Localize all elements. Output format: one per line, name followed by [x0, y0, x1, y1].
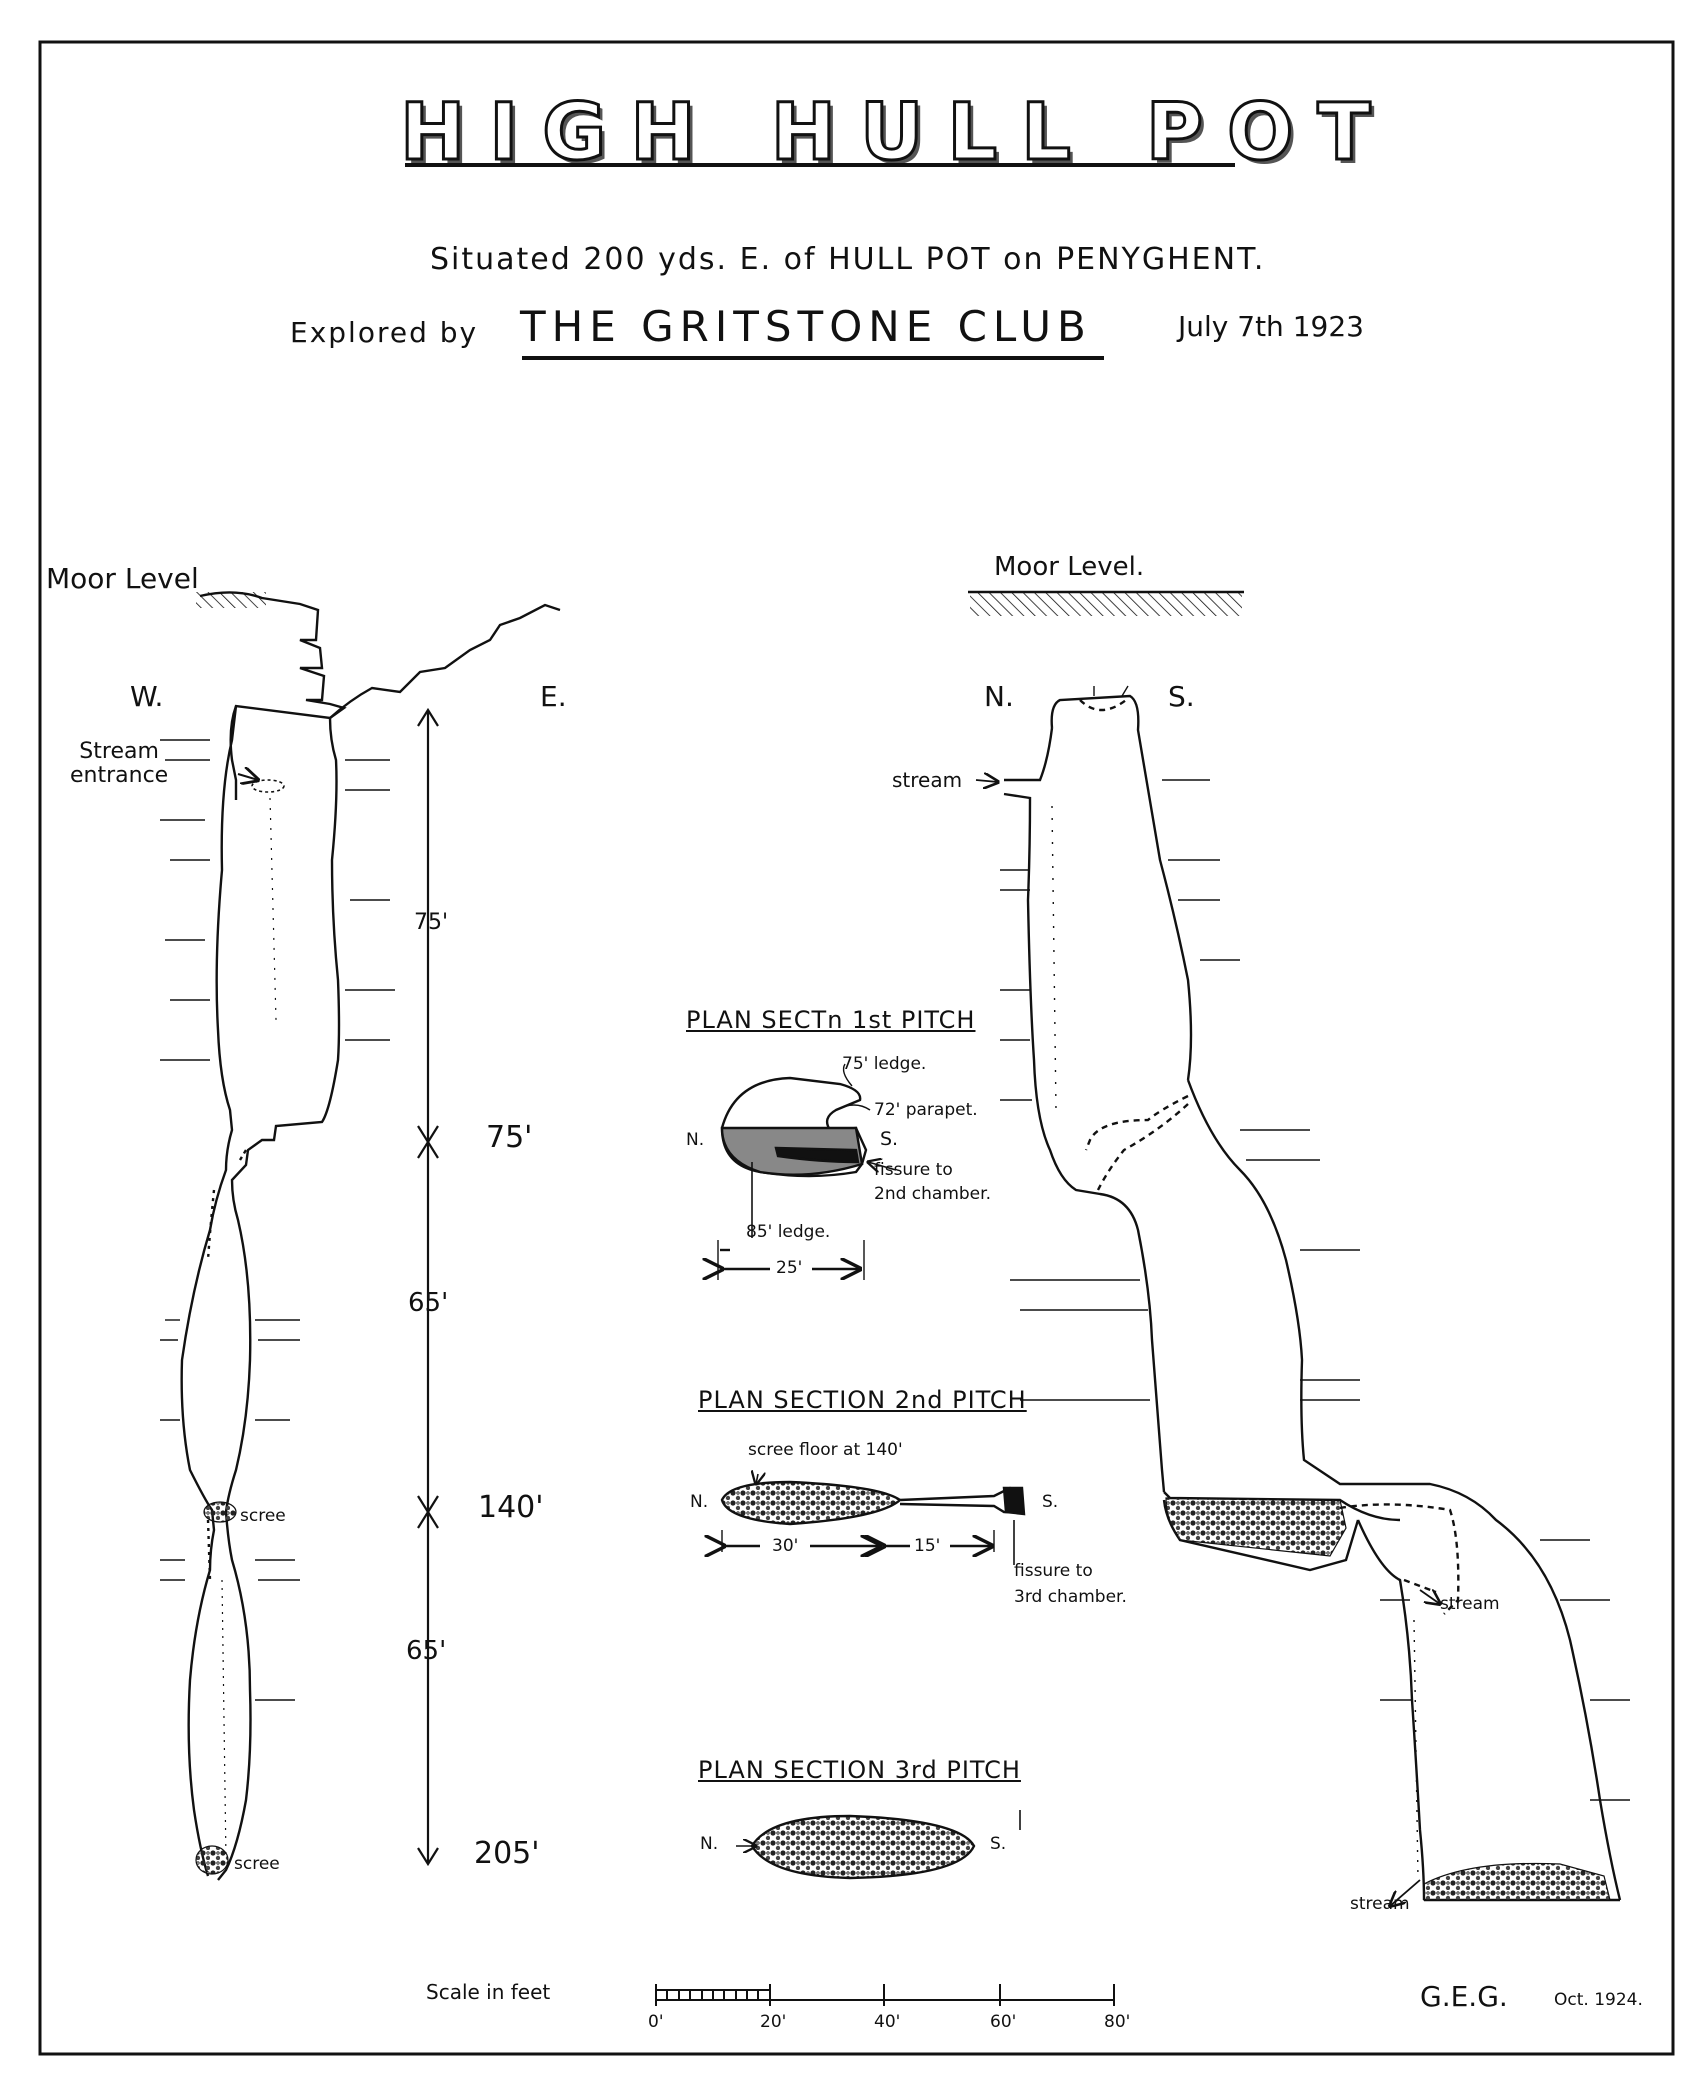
scale-tick-40: 40'	[874, 2012, 901, 2032]
pitch1-parapet: 72' parapet.	[874, 1100, 978, 1120]
stream-label-bottom: stream	[1350, 1894, 1410, 1914]
scree-label-bottom: scree	[234, 1854, 280, 1874]
scree-floor-bottom	[1423, 1862, 1611, 1901]
stream-entrance-arrow	[237, 774, 258, 780]
location-note: Situated 200 yds. E. of HULL POT on PENY…	[430, 242, 1266, 277]
plan-pitch2-drawing	[722, 1474, 1026, 1565]
stream-label-mid: stream	[1440, 1594, 1500, 1614]
north-label: N.	[984, 680, 1014, 713]
east-label: E.	[540, 680, 567, 713]
plan-pitch1-title: PLAN SECTn 1st PITCH	[686, 1006, 976, 1034]
pitch1-north: N.	[686, 1130, 705, 1150]
depth-75: 75'	[486, 1120, 533, 1155]
scale-tick-0: 0'	[648, 2012, 664, 2032]
pitch1-ledge-75: 75' ledge.	[842, 1054, 927, 1074]
pitch1-fissure: fissure to 2nd chamber.	[874, 1160, 991, 1204]
stream-entrance-hole	[251, 779, 285, 793]
scale-tick-60: 60'	[990, 2012, 1017, 2032]
pitch2-south: S.	[1042, 1492, 1059, 1512]
moor-level-label-right: Moor Level.	[994, 552, 1145, 582]
depth-205: 205'	[474, 1836, 540, 1871]
exploration-date: July 7th 1923	[1178, 310, 1364, 343]
north-south-section	[975, 685, 1622, 1906]
drawing-date: Oct. 1924.	[1554, 1990, 1643, 2010]
moor-surface-west	[199, 591, 347, 800]
club-underline	[522, 356, 1104, 360]
pitch2-north: N.	[690, 1492, 709, 1512]
scale-label: Scale in feet	[426, 1980, 551, 2004]
moor-level-label-left: Moor Level	[46, 562, 199, 595]
rock-hatching-right	[1000, 779, 1630, 1801]
pitch3-south: S.	[990, 1834, 1007, 1854]
stream-entrance-label: Stream entrance	[70, 739, 169, 788]
scale-bar	[655, 1984, 1115, 2006]
depth-140: 140'	[478, 1490, 544, 1525]
pitch1-ledge-85: 85' ledge.	[746, 1222, 831, 1242]
shaft-west-wall	[180, 705, 238, 1877]
plan-pitch2-title: PLAN SECTION 2nd PITCH	[698, 1386, 1027, 1414]
club-name: THE GRITSTONE CLUB	[520, 302, 1092, 351]
scree-label-mid: scree	[240, 1506, 286, 1526]
pitch3-north: N.	[700, 1834, 719, 1854]
rock-hatching-left	[160, 739, 395, 1701]
pitch2-width-15: 15'	[914, 1536, 941, 1556]
scree-bottom-marker	[195, 1845, 229, 1875]
depth-65-second: 65'	[406, 1636, 447, 1666]
plan-pitch3-title: PLAN SECTION 3rd PITCH	[698, 1756, 1021, 1784]
sheet-border	[38, 40, 1675, 2056]
depth-65-first: 65'	[408, 1288, 449, 1318]
pitch2-width-30: 30'	[772, 1536, 799, 1556]
pitch2-scree-floor: scree floor at 140'	[748, 1440, 903, 1460]
pitch2-fissure: fissure to 3rd chamber.	[1014, 1561, 1127, 1607]
scale-tick-80: 80'	[1104, 2012, 1131, 2032]
depth-dimension-line	[417, 707, 439, 1867]
depth-75-first: 75'	[414, 910, 449, 935]
moor-surface-east	[329, 603, 561, 719]
west-east-section	[180, 591, 561, 1881]
moor-hatch-west	[196, 592, 266, 608]
scale-tick-20: 20'	[760, 2012, 787, 2032]
explored-by-label: Explored by	[290, 316, 479, 349]
moor-hatch-right	[970, 592, 1242, 616]
pitch1-width: 25'	[776, 1258, 803, 1278]
scree-mid-marker	[203, 1501, 237, 1523]
plan-pitch3-drawing	[736, 1810, 1021, 1880]
pitch1-south: S.	[880, 1128, 899, 1150]
scree-floor-mid	[1165, 1497, 1347, 1557]
stream-label-top: stream	[892, 768, 963, 792]
west-label: W.	[130, 680, 164, 713]
shaft-east-wall	[217, 717, 341, 1881]
plan-pitch1-drawing	[718, 1063, 897, 1280]
author-initials: G.E.G.	[1420, 1980, 1508, 2013]
south-label: S.	[1168, 680, 1195, 713]
title-underline	[405, 163, 1235, 167]
